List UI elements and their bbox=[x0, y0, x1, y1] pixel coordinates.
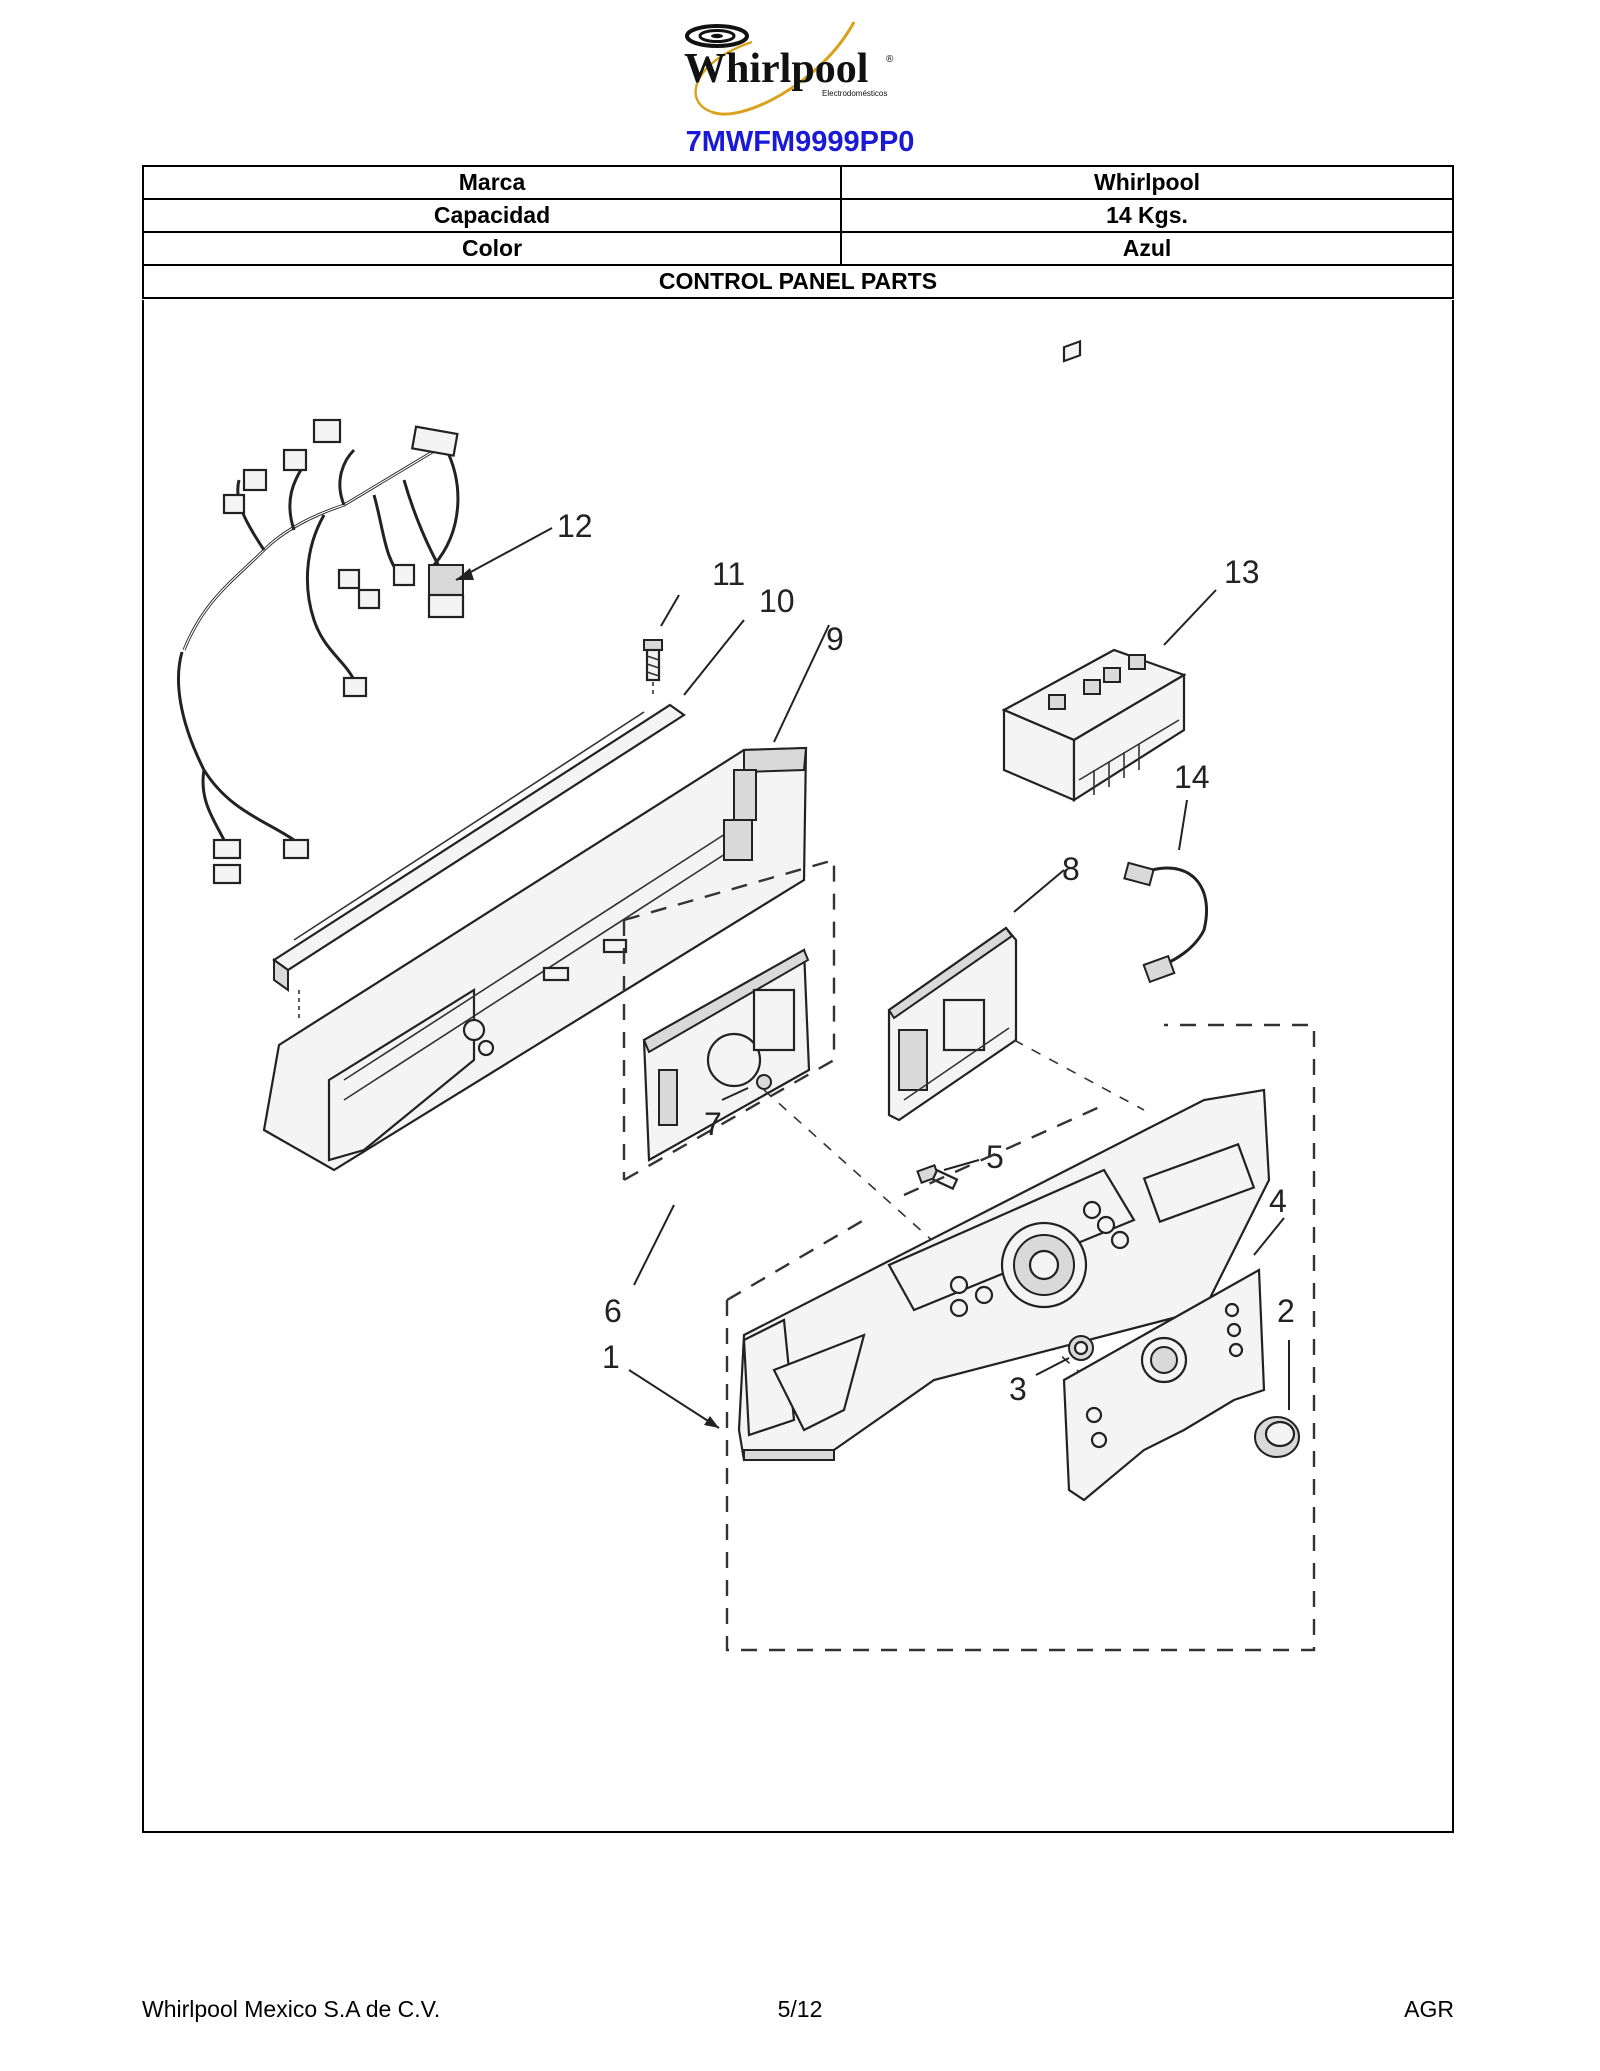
callout-12: 12 bbox=[557, 508, 593, 544]
spec-value: Whirlpool bbox=[840, 165, 1454, 200]
spec-row-capacity: Capacidad 14 Kgs. bbox=[142, 198, 1454, 233]
spec-row-brand: Marca Whirlpool bbox=[142, 165, 1454, 200]
section-title-row: CONTROL PANEL PARTS bbox=[142, 264, 1454, 299]
spec-label: Color bbox=[142, 231, 842, 266]
callout-13: 13 bbox=[1224, 554, 1260, 590]
spec-table: Marca Whirlpool Capacidad 14 Kgs. Color … bbox=[142, 165, 1454, 299]
spec-label: Capacidad bbox=[142, 198, 842, 233]
callout-10: 10 bbox=[759, 583, 795, 619]
exploded-parts-diagram: 12 11 10 9 bbox=[177, 339, 1316, 1652]
callout-3: 3 bbox=[1009, 1371, 1027, 1407]
section-title: CONTROL PANEL PARTS bbox=[142, 264, 1454, 299]
rail-part-10 bbox=[272, 703, 686, 1020]
callout-14: 14 bbox=[1174, 759, 1210, 795]
console-part-1 bbox=[725, 1023, 1316, 1652]
callout-8: 8 bbox=[1062, 851, 1080, 887]
knob-part-3 bbox=[1068, 1335, 1094, 1361]
model-number: 7MWFM9999PP0 bbox=[685, 126, 915, 158]
callout-11: 11 bbox=[712, 556, 745, 592]
callout-1: 1 bbox=[602, 1339, 620, 1375]
callout-7: 7 bbox=[704, 1106, 722, 1142]
whirlpool-logo: Whirlpool ® Electrodomésticos bbox=[684, 21, 894, 116]
callout-5: 5 bbox=[986, 1139, 1004, 1175]
wire-harness-part-12 bbox=[177, 418, 465, 885]
spec-value: Azul bbox=[840, 231, 1454, 266]
spec-value: 14 Kgs. bbox=[840, 198, 1454, 233]
module-part-13 bbox=[1001, 339, 1187, 803]
overlay-part-4 bbox=[1062, 1268, 1266, 1502]
spec-row-color: Color Azul bbox=[142, 231, 1454, 266]
footer-company: Whirlpool Mexico S.A de C.V. bbox=[142, 1996, 441, 2022]
callout-9: 9 bbox=[826, 621, 844, 657]
callout-2: 2 bbox=[1277, 1293, 1295, 1329]
wire-lead-part-14 bbox=[1123, 861, 1209, 984]
screw-part-5 bbox=[916, 1164, 959, 1191]
ui-board-part-8 bbox=[887, 926, 1018, 1122]
footer-page-number: 5/12 bbox=[777, 1996, 823, 2022]
knob-part-2 bbox=[1254, 1416, 1300, 1458]
callout-6: 6 bbox=[604, 1293, 622, 1329]
spec-label: Marca bbox=[142, 165, 842, 200]
svg-text:®: ® bbox=[886, 54, 894, 65]
screw-part-11 bbox=[643, 639, 663, 695]
callout-4: 4 bbox=[1269, 1183, 1287, 1219]
footer-code: AGR bbox=[1404, 1996, 1454, 2022]
diagram-frame: 12 11 10 9 bbox=[142, 300, 1454, 1833]
logo-wordmark: Whirlpool bbox=[684, 46, 868, 92]
logo-subtext: Electrodomésticos bbox=[822, 89, 887, 98]
console-panel-part-9 bbox=[262, 746, 808, 1172]
control-board-part-6 bbox=[622, 858, 836, 1182]
